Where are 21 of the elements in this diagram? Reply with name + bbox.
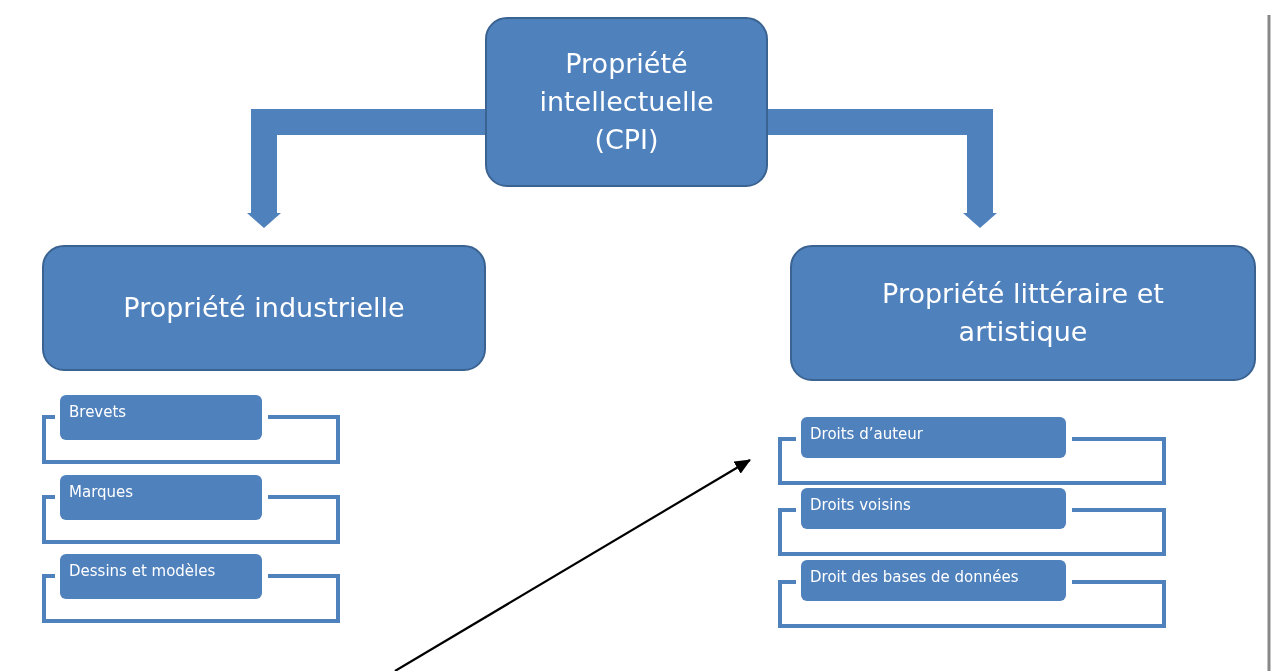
box-label: Droits d’auteur [810, 425, 923, 443]
block-arrow [768, 109, 997, 229]
category-box [42, 245, 486, 371]
item-box [801, 417, 1066, 458]
title-box [485, 17, 768, 187]
box-label: Propriété littéraire et artistique [881, 277, 1165, 349]
category-box [790, 245, 1256, 381]
item-box [801, 488, 1066, 529]
box-label: Droits voisins [810, 496, 911, 514]
block-arrow [247, 109, 485, 229]
item-box [60, 395, 262, 440]
box-label: Propriété intellectuelle (CPI) [538, 47, 715, 157]
box-label: Marques [69, 483, 134, 501]
item-box [60, 475, 262, 520]
box-label: Droit des bases de données [810, 568, 1019, 586]
item-box [801, 560, 1066, 601]
box-label: Brevets [69, 403, 127, 421]
box-label: Propriété industrielle [123, 291, 405, 326]
arrow [394, 459, 751, 671]
item-box [60, 554, 262, 599]
box-label: Dessins et modèles [69, 562, 216, 580]
